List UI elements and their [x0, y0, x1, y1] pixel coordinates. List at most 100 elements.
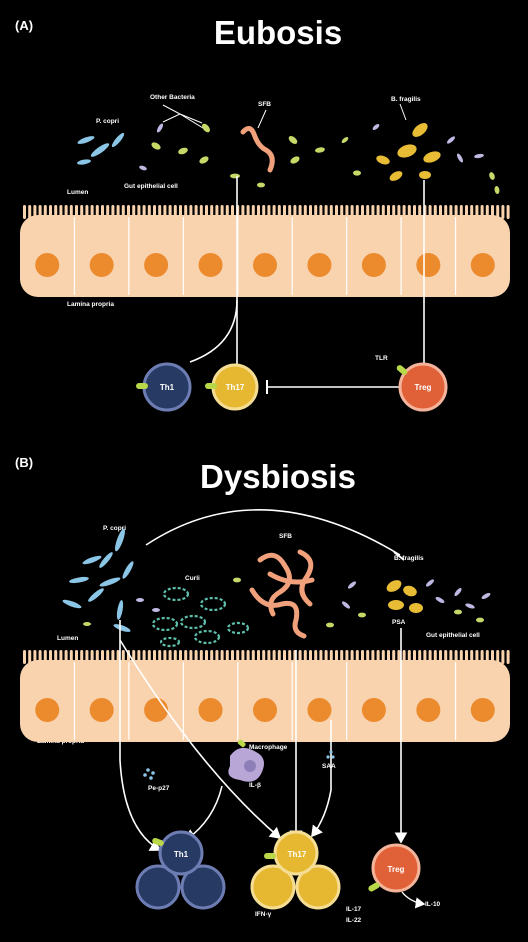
microvillus [475, 650, 479, 664]
curli-group [151, 586, 250, 648]
inhibition-arc-bar [393, 551, 405, 561]
microvillus [366, 650, 370, 664]
cell-nucleus [470, 698, 495, 722]
microvillus [75, 650, 78, 664]
microvillus [205, 650, 208, 664]
label-other-bacteria: Other Bacteria [150, 94, 195, 101]
microvillus [475, 205, 479, 219]
microvillus [69, 650, 73, 664]
microvillus [480, 650, 484, 664]
p-copri-group-a [77, 132, 125, 165]
microvillus [480, 205, 484, 219]
sfb-group-b [249, 549, 315, 639]
microvillus [231, 205, 234, 219]
cell-nucleus [253, 253, 277, 277]
microvillus [303, 650, 307, 664]
arrow-saa-th17 [311, 720, 332, 838]
microvillus [215, 205, 219, 219]
label-tlr: TLR [375, 355, 388, 362]
cell-nucleus [89, 253, 114, 277]
microvillus [142, 205, 146, 219]
microvillus [459, 650, 463, 664]
microvillus [111, 650, 115, 664]
cell-nucleus [307, 253, 332, 277]
microvillus [95, 650, 99, 664]
microvillus [501, 205, 505, 219]
panel-b: (B) Dysbiosis P. copri Curli SFB B. frag… [15, 455, 510, 924]
microvillus [428, 205, 432, 219]
microvillus [132, 205, 136, 219]
microvillus [491, 650, 494, 664]
microvillus [454, 205, 458, 219]
microvillus [106, 205, 110, 219]
microvillus [121, 650, 125, 664]
panel-a-label: (A) [15, 18, 33, 33]
microvillus [236, 650, 240, 664]
microvillus [288, 205, 292, 219]
microvillus [267, 205, 271, 219]
microvillus [179, 650, 182, 664]
microvillus [184, 205, 188, 219]
microvillus [168, 205, 172, 219]
microvillus [127, 205, 130, 219]
microvillus [392, 650, 396, 664]
microvillus [350, 205, 354, 219]
microvillus [423, 650, 427, 664]
arrow-pcopri-th1 [119, 620, 162, 851]
microvillus [262, 205, 266, 219]
microvillus [387, 650, 390, 664]
cell-nucleus [416, 698, 441, 722]
b-fragilis-pointer-a [399, 103, 407, 121]
microvillus [381, 650, 385, 664]
saa-molecules [326, 750, 335, 759]
microvillus [288, 650, 292, 664]
inhibition-arc-pcopri-bfragilis [145, 509, 401, 556]
microvillus [179, 205, 182, 219]
cell-nucleus [198, 253, 223, 277]
microvillus [54, 650, 58, 664]
microvillus [397, 205, 401, 219]
label-p-copri-b: P. copri [103, 525, 126, 532]
microvillus [205, 205, 208, 219]
epithelium-a [20, 205, 510, 297]
microvillus [298, 205, 302, 219]
microvillus [439, 650, 442, 664]
svg-text:Treg: Treg [415, 383, 432, 392]
label-il17: IL-17 [346, 906, 362, 913]
microvillus [225, 650, 229, 664]
microvillus [444, 650, 448, 664]
microvillus [23, 650, 26, 664]
microvillus [501, 650, 505, 664]
microvillus [272, 650, 276, 664]
microvillus [277, 650, 281, 664]
cell-nucleus [144, 253, 169, 277]
microvillus [309, 650, 312, 664]
microvillus [38, 650, 42, 664]
microvillus [355, 650, 359, 664]
panel-a: (A) Eubosis P. copri Other Bacteria SFB … [15, 14, 510, 412]
svg-text:Treg: Treg [388, 865, 405, 874]
microvillus [376, 650, 380, 664]
microvillus [324, 650, 328, 664]
microvillus [309, 205, 312, 219]
microvillus [142, 650, 146, 664]
cell-nucleus [89, 698, 114, 722]
microvillus [506, 650, 510, 664]
microvillus [361, 205, 364, 219]
panel-a-title: Eubosis [214, 14, 342, 51]
microvillus [496, 650, 500, 664]
microvillus [85, 205, 89, 219]
microvillus [49, 205, 52, 219]
p-copri-group-b [62, 528, 134, 632]
other-bacteria-pointer [162, 104, 203, 124]
microvillus [231, 650, 234, 664]
label-b-fragilis-a: B. fragilis [391, 96, 421, 103]
cell-nucleus [144, 698, 169, 722]
cell-nucleus [307, 698, 332, 722]
microvillus [184, 650, 188, 664]
microvillus [485, 650, 489, 664]
microvillus [90, 650, 94, 664]
microvillus [298, 650, 302, 664]
microvillus [153, 650, 156, 664]
microvillus [350, 650, 354, 664]
